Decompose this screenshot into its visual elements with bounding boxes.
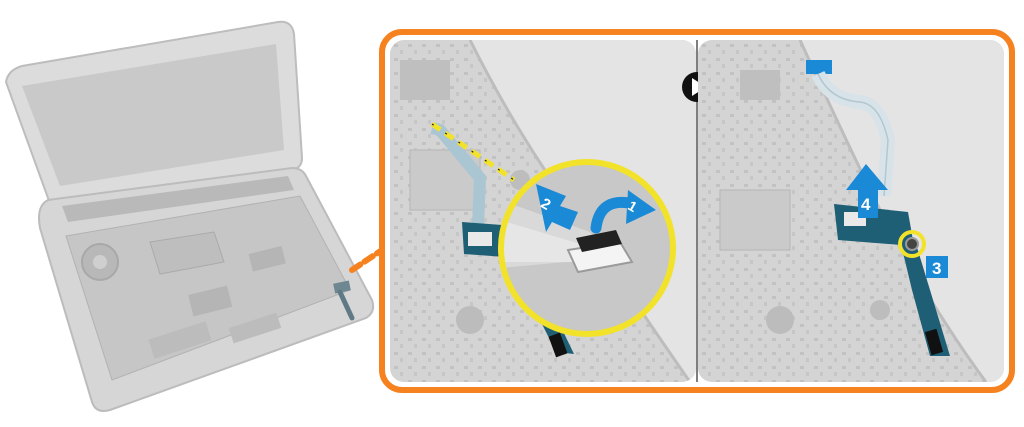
step-3-square <box>926 256 948 278</box>
laptop-hinge <box>62 176 294 222</box>
laptop-screen <box>22 44 284 186</box>
step-2-arrow: 2 <box>536 184 578 232</box>
flex-cable-end <box>806 60 832 74</box>
board-sensor <box>924 328 944 356</box>
overview-lid-switch-board <box>333 280 351 294</box>
screw-boss <box>870 300 890 320</box>
screw-boss <box>456 306 484 334</box>
chassis-edge <box>800 40 1004 382</box>
laptop-component <box>148 321 212 359</box>
straight-arrow-shape <box>536 184 578 232</box>
laptop-fan-hub <box>93 255 107 269</box>
laptop-component <box>228 312 282 344</box>
step-3-badge: 3 <box>926 256 948 278</box>
laptop-heatsink <box>149 231 225 275</box>
board-chip <box>400 60 450 100</box>
step-1-arrow: 1 <box>590 190 656 234</box>
board-screw <box>905 237 919 251</box>
right-panel <box>698 40 1004 382</box>
board-shield <box>719 189 791 251</box>
laptop-icon <box>4 20 391 412</box>
zoom-flex-cable-top <box>501 220 584 262</box>
board-chip <box>740 70 780 100</box>
step-4-arrow: 4 <box>846 164 888 218</box>
flex-cable-outline <box>817 73 889 197</box>
board-connector <box>468 232 492 246</box>
zoom-connector-latch <box>576 230 622 252</box>
screw-highlight <box>898 230 926 258</box>
step-3-label: 3 <box>932 259 941 278</box>
step-4-label: 4 <box>861 195 871 214</box>
laptop-component <box>248 245 286 272</box>
screw-boss <box>766 306 794 334</box>
overview-lid-switch-flex <box>337 289 355 321</box>
cable-route-edge <box>431 123 515 181</box>
up-arrow-shape <box>846 164 888 218</box>
curved-arrow-head <box>626 190 656 224</box>
lid-switch-board-tail <box>900 240 950 356</box>
laptop-component <box>188 285 233 317</box>
board-sensor <box>548 332 568 358</box>
zoom-ring <box>498 159 676 337</box>
